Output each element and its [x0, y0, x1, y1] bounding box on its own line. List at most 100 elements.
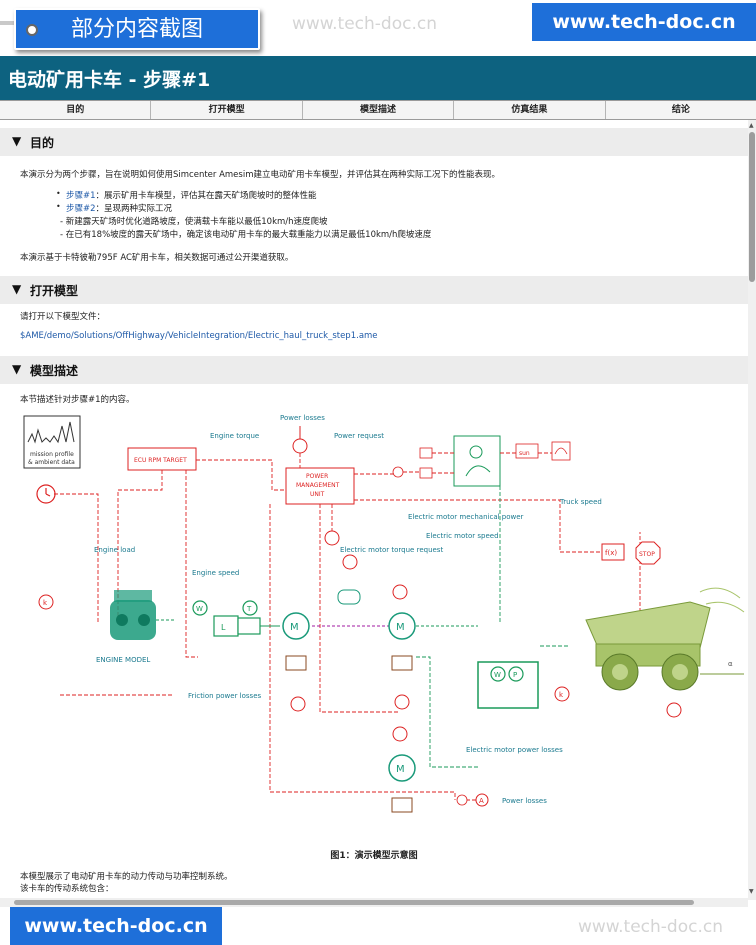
section-title: 模型描述 [30, 364, 79, 378]
wheel-sensors[interactable]: W P [477, 661, 539, 709]
tag-pin-icon [0, 21, 14, 25]
model-file-path[interactable]: $AME/demo/Solutions/OffHighway/VehicleIn… [20, 331, 378, 341]
power-losses-bottom-label: Power losses [502, 797, 547, 805]
capacitor-icon[interactable] [337, 589, 361, 605]
signal-lines [54, 452, 641, 801]
step2-line: 步骤#2：呈现两种实际工况 [66, 202, 172, 214]
nav-model-description[interactable]: 模型描述 [303, 101, 455, 119]
power-losses-top-label: Power losses [280, 414, 325, 422]
figure-caption: 图1：演示模型示意图 [330, 851, 418, 861]
section-nav: 目的 打开模型 模型描述 仿真结果 结论 [0, 100, 756, 120]
bottom-watermark: www.tech-doc.cn [578, 917, 723, 937]
truck-icon[interactable]: α [585, 587, 745, 691]
nav-purpose[interactable]: 目的 [0, 101, 152, 119]
fx-label: f(x) [605, 549, 617, 557]
truck-speed-label: Truck speed [559, 498, 602, 506]
em-power-losses-label: Electric motor power losses [466, 746, 563, 754]
em-speed-label: Electric motor speed [426, 532, 499, 540]
w-label: W [196, 605, 203, 613]
electric-motor-1-icon[interactable]: M [388, 612, 416, 640]
horizontal-scrollbar[interactable] [0, 898, 748, 907]
pmu-label-1: POWER [306, 473, 328, 480]
content-pane[interactable]: ▼ 目的 本演示分为两个步骤，旨在说明如何使用Simcenter Amesim建… [0, 120, 748, 900]
m-label: M [290, 622, 299, 633]
collapse-triangle-icon[interactable]: ▼ [12, 134, 22, 148]
k-constant-icon[interactable]: k [38, 594, 54, 610]
friction-power-losses-label: Friction power losses [188, 692, 262, 700]
heat-sink-icons[interactable] [290, 530, 682, 832]
mission-label: mission profile [30, 451, 74, 458]
section-title: 目的 [30, 136, 55, 150]
pmu-label-3: UNIT [310, 491, 325, 498]
section-header-model-description[interactable]: ▼ 模型描述 [0, 356, 748, 384]
model-intro: 本节描述针对步骤#1的内容。 [20, 395, 135, 405]
horizontal-scroll-thumb[interactable] [14, 900, 694, 905]
nav-simulation-results[interactable]: 仿真结果 [454, 101, 606, 119]
nav-conclusion[interactable]: 结论 [671, 105, 690, 115]
power-management-unit-block[interactable]: POWER MANAGEMENT UNIT [285, 467, 355, 505]
power-losses-sum-icon[interactable]: A [456, 793, 489, 807]
step1-link[interactable]: 步骤#1 [66, 191, 96, 201]
engine-model-label: ENGINE MODEL [96, 656, 150, 664]
mission-label-2: & ambient data [28, 459, 75, 466]
power-losses-sensor-icon[interactable] [292, 426, 308, 454]
inertia-block[interactable]: L [213, 615, 261, 637]
model-paragraph-2: 该卡车的传动系统包含： [20, 884, 114, 894]
nav-open-model[interactable]: 打开模型 [151, 101, 303, 119]
tag-ring-icon [26, 24, 38, 36]
k-constant-icon[interactable]: k [554, 686, 570, 702]
section-header-purpose[interactable]: ▼ 目的 [0, 128, 748, 156]
clock-icon[interactable] [36, 484, 56, 504]
m-label: M [396, 622, 405, 633]
speed-sensor-icon[interactable]: W [192, 600, 208, 616]
m-label: M [396, 764, 405, 775]
screenshot-tag: 部分内容截图 [14, 8, 260, 50]
step2-text: ：呈现两种实际工况 [95, 204, 173, 214]
top-banner: 部分内容截图 www.tech-doc.cn www.tech-doc.cn [0, 0, 756, 56]
k-label: k [43, 599, 48, 607]
torque-sensor-icon[interactable]: T [242, 600, 258, 616]
fx-block[interactable]: f(x) [601, 543, 625, 561]
collapse-triangle-icon[interactable]: ▼ [12, 362, 22, 376]
engine-torque-label: Engine torque [210, 432, 259, 440]
scroll-thumb[interactable] [749, 132, 755, 282]
bullet-icon: • [56, 189, 61, 198]
purpose-intro: 本演示分为两个步骤，旨在说明如何使用Simcenter Amesim建立电动矿用… [20, 170, 500, 180]
k-label: k [559, 691, 564, 699]
scroll-up-icon[interactable]: ▲ [749, 122, 754, 129]
bullet-icon: • [56, 202, 61, 211]
signal-blocks[interactable]: sun [392, 441, 571, 479]
alpha-label: α [728, 660, 733, 668]
p-label: P [513, 671, 517, 679]
section-header-open-model[interactable]: ▼ 打开模型 [0, 276, 748, 304]
ecu-label: ECU RPM TARGET [134, 457, 187, 464]
bottom-banner: www.tech-doc.cn www.tech-doc.cn [0, 907, 756, 945]
friction-block-icon[interactable] [285, 655, 413, 813]
mission-profile-icon[interactable]: mission profile & ambient data [23, 415, 81, 469]
stop-icon[interactable]: STOP [635, 541, 661, 565]
step2-link[interactable]: 步骤#2 [66, 204, 96, 214]
watermark: www.tech-doc.cn [292, 14, 437, 34]
bottom-site-link[interactable]: www.tech-doc.cn [10, 907, 222, 945]
stop-label: STOP [639, 551, 655, 558]
model-paragraph-1: 本模型展示了电动矿用卡车的动力传动与功率控制系统。 [20, 872, 233, 882]
power-request-label: Power request [334, 432, 384, 440]
vertical-scrollbar[interactable]: ▲ ▼ [748, 120, 756, 900]
open-intro: 请打开以下模型文件： [20, 312, 106, 322]
site-link[interactable]: www.tech-doc.cn [532, 3, 756, 41]
em-mech-power-label: Electric motor mechanical power [408, 513, 524, 521]
t-label: T [246, 605, 252, 613]
engine-model-block[interactable]: ENGINE MODEL [96, 590, 156, 664]
step2-sub2: - 在已有18%坡度的露天矿场中，确定该电动矿用卡车的最大载重能力以满足最低10… [60, 230, 432, 240]
em-torque-request-label: Electric motor torque request [340, 546, 443, 554]
pmu-label-2: MANAGEMENT [296, 482, 340, 489]
a-label: A [479, 797, 484, 805]
scroll-down-icon[interactable]: ▼ [749, 888, 754, 895]
electric-motor-2-icon[interactable]: M [388, 754, 416, 782]
generator-motor-icon[interactable]: M [282, 612, 310, 640]
driver-block[interactable] [453, 435, 501, 487]
collapse-triangle-icon[interactable]: ▼ [12, 282, 22, 296]
step1-text: ：展示矿用卡车模型，评估其在露天矿场爬坡时的整体性能 [95, 191, 317, 201]
ecu-rpm-target-block[interactable]: ECU RPM TARGET [127, 447, 197, 471]
